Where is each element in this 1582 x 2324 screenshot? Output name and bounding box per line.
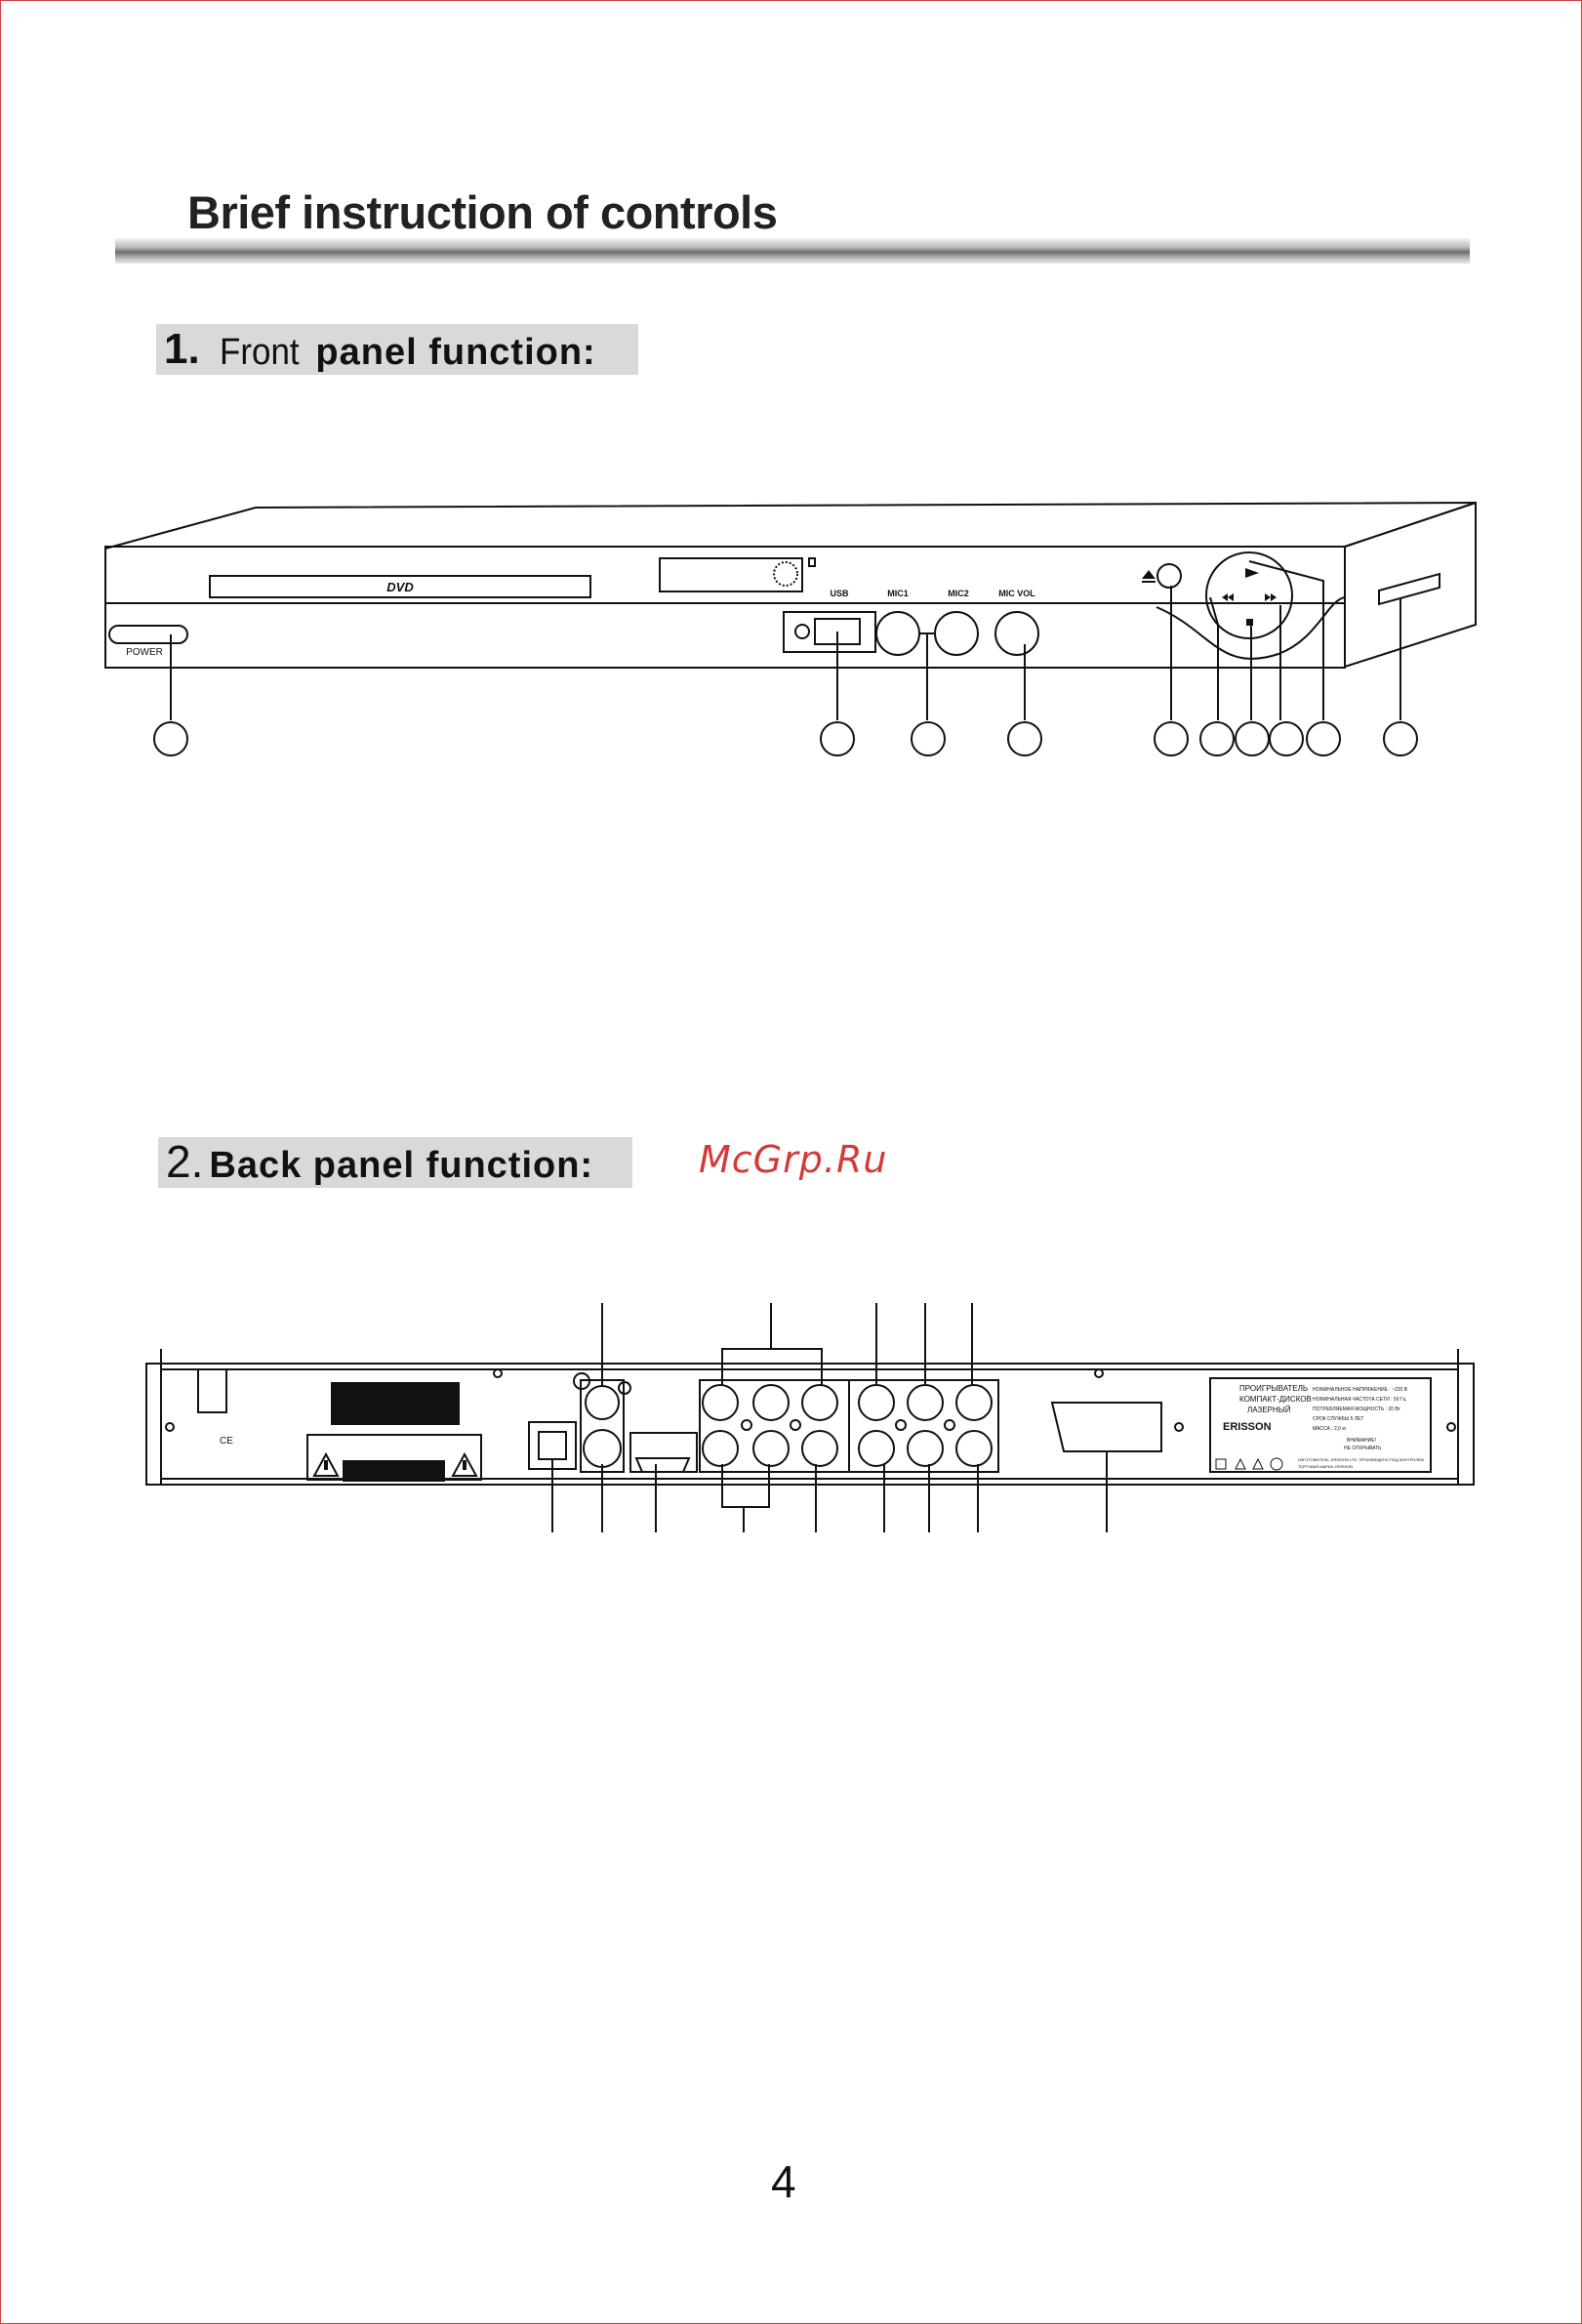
back-plate	[160, 1368, 1459, 1480]
usb-panel	[783, 611, 876, 653]
power-label: POWER	[126, 647, 163, 658]
power-cord-holder	[197, 1369, 227, 1413]
mic-vol-label: MIC VOL	[998, 589, 1035, 598]
eject-icon-bar	[1142, 581, 1156, 583]
title-rule	[115, 238, 1470, 264]
display-window	[659, 557, 803, 592]
prev-icon	[1222, 593, 1234, 601]
section-back-panel-heading: 2. Back panel function:	[158, 1137, 632, 1188]
spec-line: НОМИНАЛЬНОЕ НАПРЯЖЕНИЕ : ~220 В	[1313, 1387, 1408, 1393]
hdmi-port	[634, 1457, 691, 1473]
small-indicator	[808, 557, 816, 567]
player-side	[1344, 501, 1477, 668]
mic1-label: MIC1	[887, 589, 909, 598]
navigation-cluster	[1205, 551, 1293, 639]
av-group-1	[699, 1379, 850, 1473]
front-panel-diagram: DVD POWER USB MIC1 MIC2 MIC VOL	[104, 501, 1477, 756]
spec-line: НОМИНАЛЬНАЯ ЧАСТОТА СЕТИ : 50 Гц	[1313, 1397, 1406, 1403]
coaxial-jack	[585, 1385, 620, 1420]
spec-line: МАССА : 2,0 кг	[1313, 1426, 1347, 1432]
play-icon	[1245, 568, 1259, 578]
usb-label: USB	[830, 589, 849, 598]
disc-label: DVD	[386, 580, 414, 594]
footer-line: ТОРГОВАЯ МАРКА: ERISSON	[1298, 1464, 1353, 1469]
rating-plate	[331, 1382, 460, 1425]
power-button	[108, 625, 188, 644]
mic-vol-knob	[994, 611, 1039, 656]
mic2-label: MIC2	[948, 589, 969, 598]
brand-name: ERISSON	[1223, 1421, 1272, 1433]
front-sweep-curve	[1156, 596, 1346, 660]
warning-line: ВНИМАНИЕ!	[1347, 1438, 1376, 1444]
section-number: 2.	[166, 1136, 204, 1187]
footer-line: ИЗГОТОВИТЕЛЬ: ERISSON LTD. ПРОИЗВЕДЕНО П…	[1298, 1457, 1424, 1462]
label-line: КОМПАКТ-ДИСКОВ	[1239, 1395, 1312, 1404]
product-label	[1209, 1377, 1432, 1473]
video-jack	[583, 1429, 622, 1468]
spec-line: СРОК СЛУЖБЫ 5 ЛЕТ	[1313, 1416, 1363, 1422]
section-number: 1.	[164, 325, 200, 373]
scart-port	[1050, 1402, 1162, 1452]
back-chassis	[145, 1363, 1475, 1486]
section-prefix: Front	[219, 332, 300, 373]
label-line: ПРОИГРЫВАТЕЛЬ	[1239, 1384, 1308, 1393]
ce-mark: CE	[220, 1436, 233, 1447]
page-title: Brief instruction of controls	[187, 186, 778, 238]
ir-sensor	[773, 561, 798, 587]
label-line: ЛАЗЕРНЫЙ	[1247, 1406, 1291, 1414]
usb-indicator	[794, 624, 810, 639]
eject-icon	[1142, 570, 1156, 579]
watermark: McGrp.Ru	[699, 1138, 888, 1181]
stop-icon	[1246, 619, 1253, 626]
eject-button	[1156, 563, 1182, 589]
spec-line: ПОТРЕБЛЯЕМАЯ МОЩНОСТЬ : 20 Вт	[1313, 1407, 1401, 1412]
disc-tray	[209, 575, 591, 598]
page-number: 4	[771, 2156, 796, 2207]
section-front-panel-heading: 1. Front panel function:	[156, 324, 638, 375]
section-text: panel function:	[315, 332, 596, 373]
warning-line: НЕ ОТКРЫВАТЬ	[1344, 1446, 1382, 1451]
side-slot	[1378, 572, 1440, 606]
section-text: Back panel function:	[209, 1145, 594, 1186]
back-panel-diagram: CE ПРОИГРЫВАТЕЛЬ КОМПАКТ-ДИСКОВ ЛАЗЕРНЫЙ…	[145, 1303, 1475, 1532]
av-group-2	[848, 1379, 999, 1473]
player-front-face	[104, 546, 1346, 669]
next-icon	[1265, 593, 1277, 601]
